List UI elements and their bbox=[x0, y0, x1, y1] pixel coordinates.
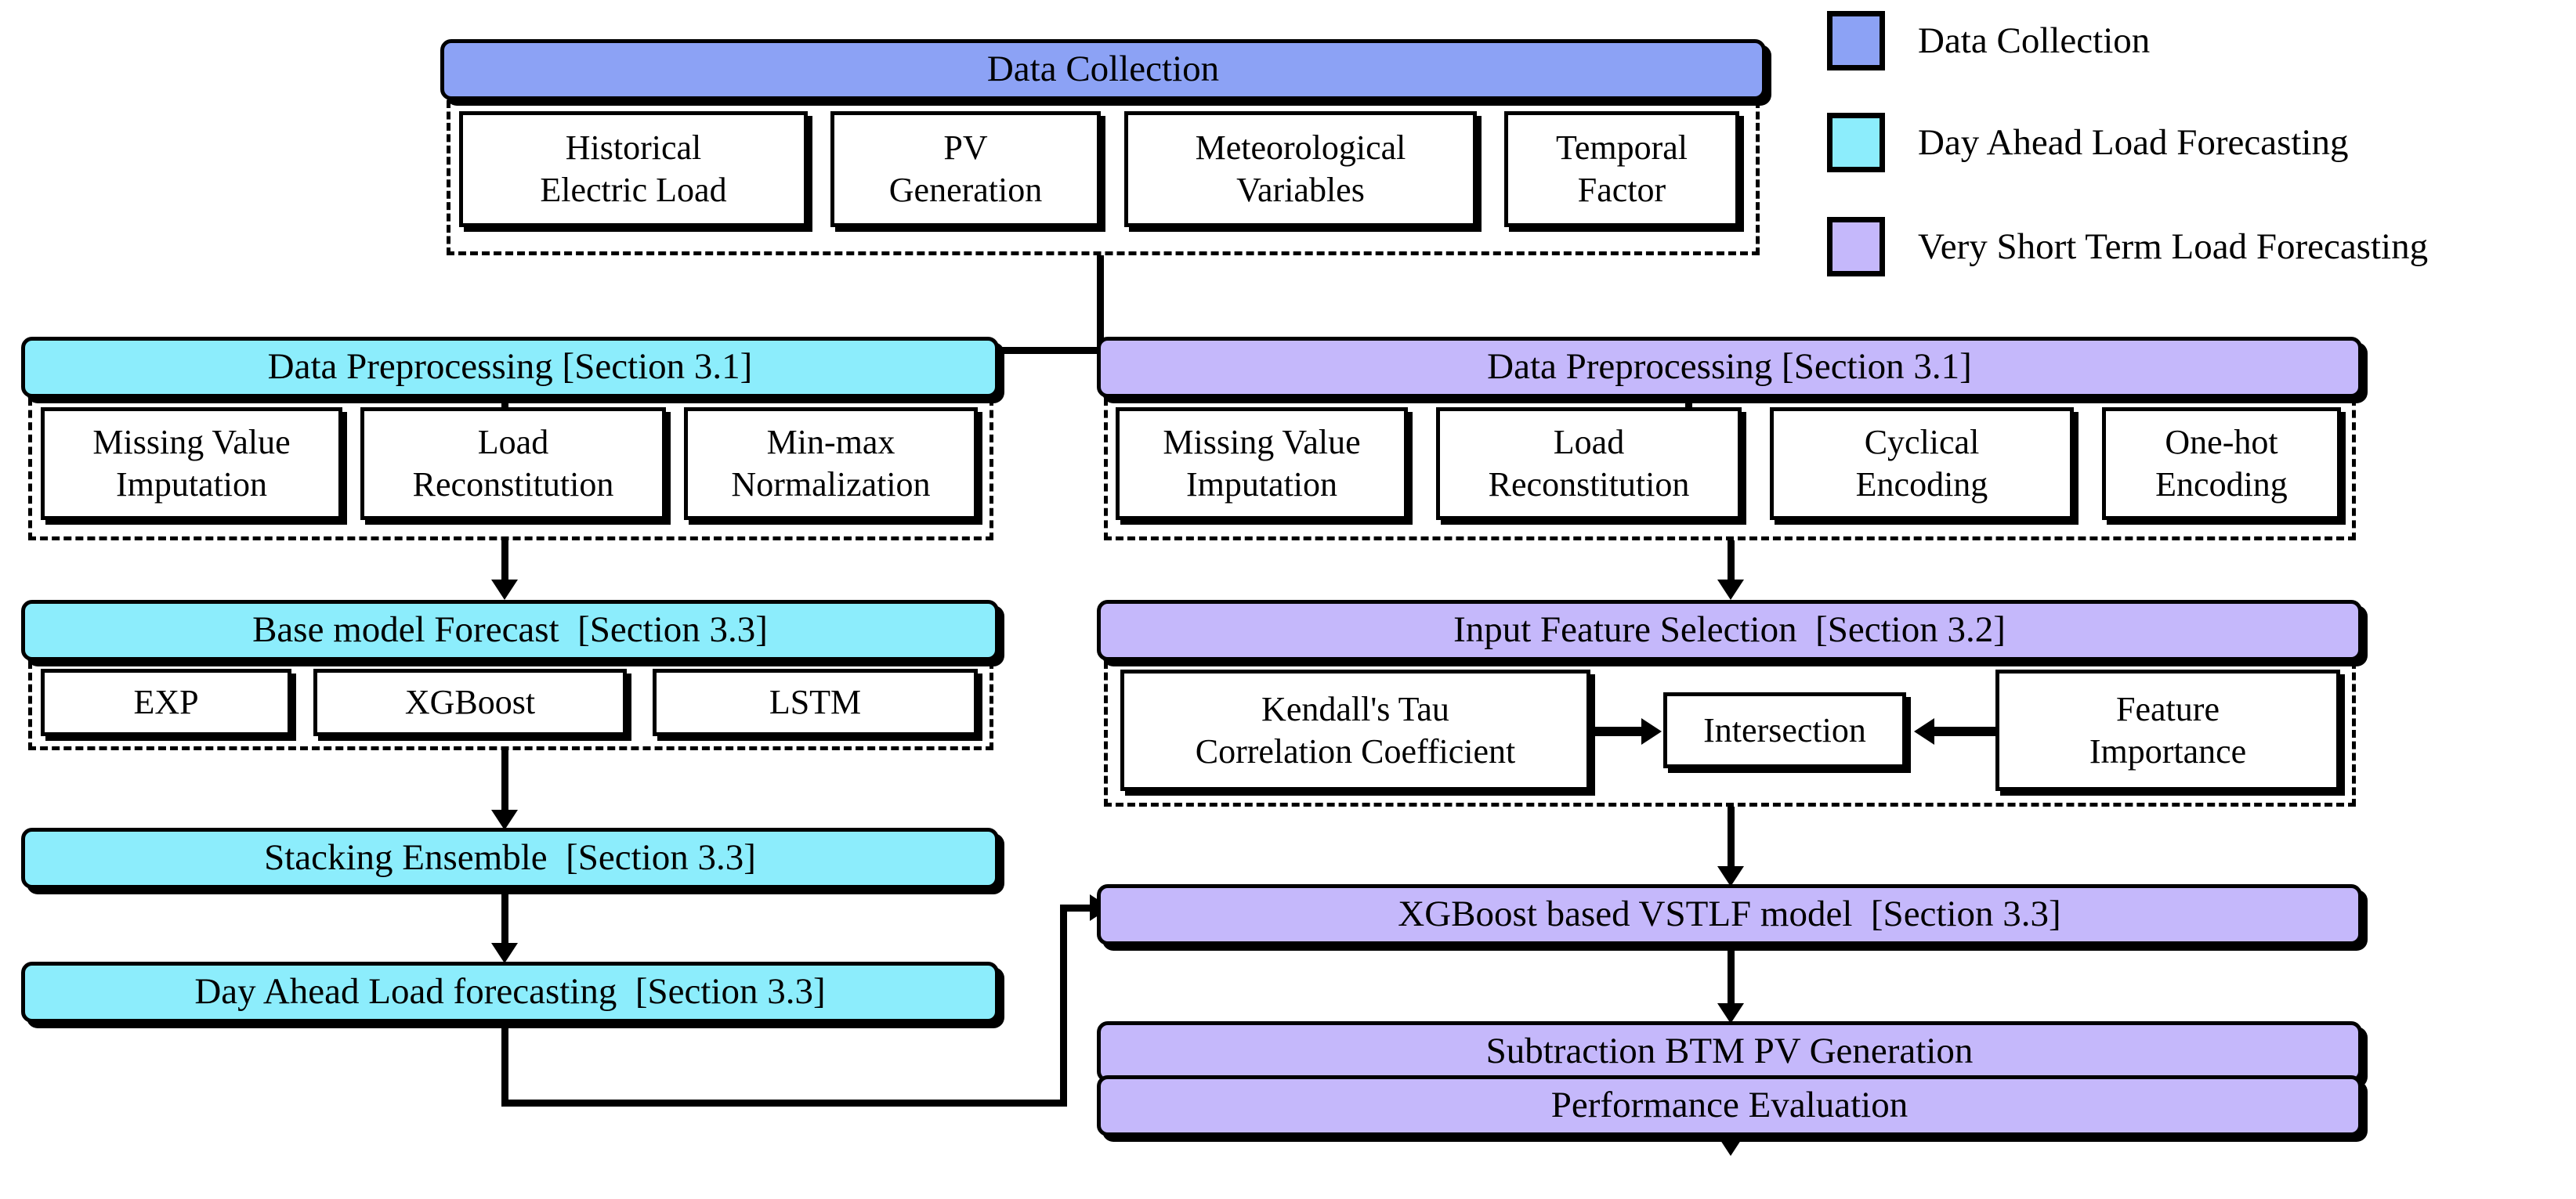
arrowhead-vstlf-feature-selection bbox=[1717, 580, 1744, 600]
vstlf-subtraction-btm-pv[interactable]: Subtraction BTM PV Generation bbox=[1097, 1021, 2362, 1082]
arrowhead-dalf-output bbox=[491, 943, 518, 963]
legend-label-data-collection: Data Collection bbox=[1918, 20, 2151, 61]
dalf-base-model-item-lstm[interactable]: LSTM bbox=[653, 669, 978, 736]
vstlf-preprocessing-item-load-reconstitution[interactable]: Load Reconstitution bbox=[1436, 407, 1742, 520]
arrowhead-vstlf-evaluation bbox=[1717, 1136, 1744, 1156]
legend-label-very-short-term-load-forecasting: Very Short Term Load Forecasting bbox=[1918, 226, 2429, 267]
vstlf-feature-selection-intersection[interactable]: Intersection bbox=[1663, 692, 1906, 768]
vstlf-feature-selection-feature-importance[interactable]: Feature Importance bbox=[1995, 670, 2340, 791]
arrowhead-dalf-stacking bbox=[491, 810, 518, 830]
connector-kendalls-tau-to-intersection bbox=[1592, 727, 1644, 736]
data-collection-group bbox=[447, 100, 1760, 255]
arrowhead-kendalls-tau-to-intersection bbox=[1641, 718, 1662, 745]
legend-label-day-ahead-load-forecasting: Day Ahead Load Forecasting bbox=[1918, 122, 2349, 163]
data-collection-item-meteorological-variables[interactable]: Meteorological Variables bbox=[1124, 111, 1477, 227]
data-collection-item-pv-generation[interactable]: PV Generation bbox=[830, 111, 1101, 227]
connector-dalf-stacking-to-output bbox=[501, 894, 508, 953]
legend-item-very-short-term-load-forecasting: Very Short Term Load Forecasting bbox=[1827, 217, 2428, 276]
vstlf-preprocessing-item-missing-value-imputation[interactable]: Missing Value Imputation bbox=[1116, 407, 1408, 520]
data-collection-header[interactable]: Data Collection bbox=[440, 39, 1766, 100]
dalf-preprocessing-header[interactable]: Data Preprocessing [Section 3.1] bbox=[21, 337, 999, 398]
arrowhead-feature-importance-to-intersection bbox=[1914, 718, 1934, 745]
vstlf-feature-selection-kendalls-tau[interactable]: Kendall's Tau Correlation Coefficient bbox=[1120, 670, 1590, 791]
legend-item-data-collection: Data Collection bbox=[1827, 11, 2150, 70]
connector-dalf-output-feedback-down bbox=[501, 1028, 508, 1107]
dalf-base-model-header[interactable]: Base model Forecast [Section 3.3] bbox=[21, 600, 999, 661]
data-collection-item-historical-electric-load[interactable]: Historical Electric Load bbox=[459, 111, 808, 227]
dalf-preprocessing-item-load-reconstitution[interactable]: Load Reconstitution bbox=[360, 407, 666, 520]
connector-dalf-output-feedback-right bbox=[501, 1100, 1067, 1107]
legend-item-day-ahead-load-forecasting: Day Ahead Load Forecasting bbox=[1827, 113, 2348, 172]
arrowhead-vstlf-subtraction bbox=[1717, 1003, 1744, 1024]
connector-dalf-base-model-to-stacking bbox=[501, 750, 508, 817]
vstlf-preprocessing-item-cyclical-encoding[interactable]: Cyclical Encoding bbox=[1770, 407, 2074, 520]
dalf-preprocessing-item-missing-value-imputation[interactable]: Missing Value Imputation bbox=[41, 407, 342, 520]
vstlf-model[interactable]: XGBoost based VSTLF model [Section 3.3] bbox=[1097, 884, 2362, 945]
connector-data-collection-stem bbox=[1097, 255, 1104, 353]
data-collection-item-temporal-factor[interactable]: Temporal Factor bbox=[1504, 111, 1739, 227]
dalf-preprocessing-group bbox=[28, 398, 993, 540]
dalf-output[interactable]: Day Ahead Load forecasting [Section 3.3] bbox=[21, 962, 999, 1023]
vstlf-preprocessing-header[interactable]: Data Preprocessing [Section 3.1] bbox=[1097, 337, 2362, 398]
dalf-preprocessing-item-min-max-normalization[interactable]: Min-max Normalization bbox=[684, 407, 978, 520]
dalf-base-model-item-xgboost[interactable]: XGBoost bbox=[313, 669, 627, 736]
vstlf-preprocessing-group bbox=[1104, 398, 2356, 540]
vstlf-feature-selection-group bbox=[1104, 661, 2356, 807]
dalf-stacking-ensemble[interactable]: Stacking Ensemble [Section 3.3] bbox=[21, 828, 999, 889]
dalf-base-model-group bbox=[28, 661, 993, 750]
legend-swatch-data-collection bbox=[1827, 11, 1885, 70]
connector-feature-importance-to-intersection bbox=[1934, 727, 1996, 736]
connector-vstlf-model-to-subtraction bbox=[1728, 951, 1735, 1012]
connector-vstlf-preprocessing-to-feature-selection bbox=[1728, 540, 1735, 587]
connector-dalf-output-feedback-up bbox=[1060, 905, 1067, 1107]
vstlf-feature-selection-header[interactable]: Input Feature Selection [Section 3.2] bbox=[1097, 600, 2362, 661]
legend-swatch-day-ahead-load-forecasting bbox=[1827, 113, 1885, 172]
vstlf-performance-evaluation[interactable]: Performance Evaluation bbox=[1097, 1075, 2362, 1136]
legend-swatch-very-short-term-load-forecasting bbox=[1827, 217, 1885, 276]
connector-feature-selection-to-vstlf-model bbox=[1728, 807, 1735, 873]
connector-dalf-preprocessing-to-base-model bbox=[501, 540, 508, 587]
connector-dalf-output-feedback-into-model bbox=[1060, 905, 1098, 912]
arrowhead-dalf-base-model bbox=[491, 580, 518, 600]
vstlf-preprocessing-item-one-hot-encoding[interactable]: One-hot Encoding bbox=[2102, 407, 2341, 520]
dalf-base-model-item-exp[interactable]: EXP bbox=[41, 669, 291, 736]
arrowhead-vstlf-model bbox=[1717, 866, 1744, 887]
